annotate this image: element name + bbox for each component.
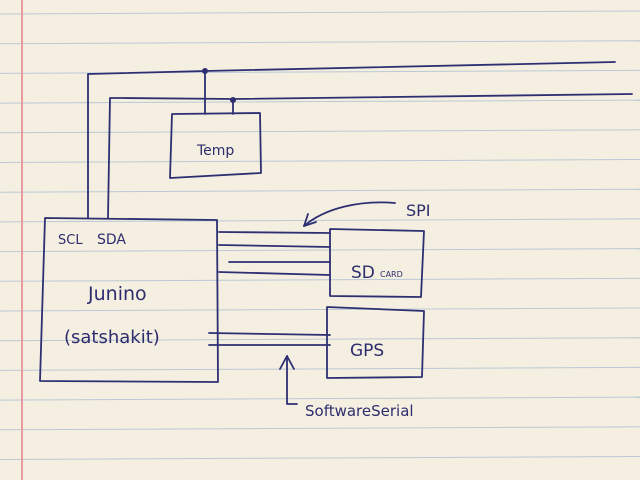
software-serial-arrow-head (279, 355, 295, 370)
spi-arrow-curve (303, 201, 396, 227)
software-serial-label: SoftwareSerial (305, 402, 414, 420)
spi-arrow-head (303, 213, 317, 227)
ruled-line (0, 396, 640, 401)
ruled-line (0, 40, 640, 45)
ruled-line (0, 99, 640, 104)
ruled-line (0, 456, 640, 460)
i2c-sda-rail (107, 93, 633, 219)
sd-card-label: SD (351, 263, 375, 283)
ruled-line (0, 159, 640, 163)
scl-pin-label: SCL (58, 233, 83, 248)
i2c-scl-rail (87, 61, 616, 219)
sd-card-box (329, 228, 425, 298)
ruled-line (0, 307, 640, 312)
spi-wire-2 (218, 244, 331, 248)
ruled-line (0, 10, 640, 15)
junino-board-box (39, 217, 219, 383)
ruled-line (0, 426, 640, 431)
ruled-line (0, 188, 640, 193)
satshakit-label: (satshakit) (64, 327, 160, 348)
sda-pin-label: SDA (97, 232, 126, 248)
sd-card-small-label: CARD (380, 270, 403, 279)
software-serial-arrow (286, 355, 298, 405)
temp-sensor-box (169, 112, 262, 179)
ruled-line (0, 366, 640, 371)
gps-box (326, 306, 425, 379)
ruled-line (0, 277, 640, 282)
spi-wire-1 (218, 231, 331, 234)
spi-label: SPI (406, 201, 431, 220)
spi-wire-4 (218, 271, 331, 276)
gps-label: GPS (350, 341, 384, 361)
junino-label: Junino (87, 283, 147, 305)
ruled-line (0, 337, 640, 342)
notebook-ruled-lines (0, 10, 640, 460)
temp-label: Temp (196, 143, 234, 159)
ruled-line (0, 218, 640, 223)
serial-wire-1 (208, 332, 331, 336)
ruled-line (0, 248, 640, 253)
ruled-line (0, 129, 640, 134)
